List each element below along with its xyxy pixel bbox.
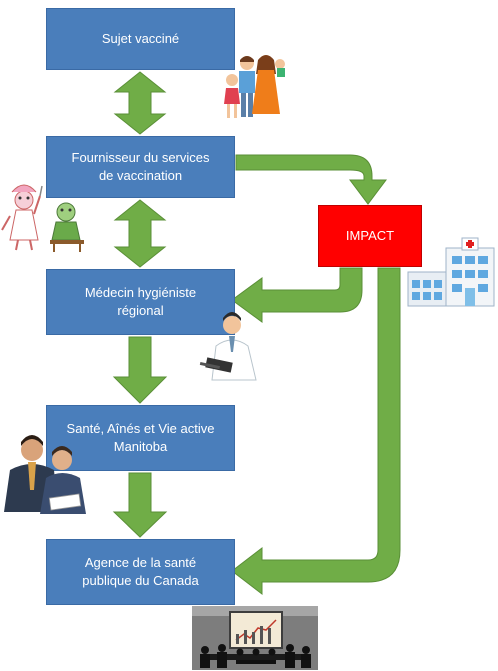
arrow-impact-agence: [231, 267, 401, 596]
double-arrow-fournisseur-medecin: [113, 199, 167, 268]
node-sujet-vaccine: Sujet vacciné: [46, 8, 235, 70]
family-icon: [224, 55, 285, 118]
node-label-line1: Agence de la santé: [84, 555, 197, 570]
meeting-room-icon: [192, 606, 318, 670]
node-label-line2: de vaccination: [98, 168, 183, 183]
business-people-icon: [4, 435, 86, 514]
node-agence: Agence de la santé publique du Canada: [46, 539, 235, 605]
arrow-sante-agence: [112, 472, 168, 538]
hospital-icon: [407, 237, 495, 307]
node-medecin: Médecin hygiéniste régional: [46, 269, 235, 335]
node-label-line2: Manitoba: [113, 439, 168, 454]
node-label: IMPACT: [345, 228, 395, 243]
nurse-and-patient-icon: [1, 184, 84, 252]
node-label-line2: régional: [117, 303, 164, 318]
double-arrow-sujet-fournisseur: [113, 71, 167, 135]
node-label-line1: Médecin hygiéniste: [84, 285, 197, 300]
node-label-line2: publique du Canada: [82, 573, 199, 588]
node-label-line1: Santé, Aînés et Vie active: [66, 421, 215, 436]
node-fournisseur: Fournisseur du services de vaccination: [46, 136, 235, 198]
node-sante-manitoba: Santé, Aînés et Vie active Manitoba: [46, 405, 235, 471]
node-label: Sujet vacciné: [101, 31, 180, 46]
doctor-icon: [199, 312, 257, 381]
arrow-medecin-sante: [112, 336, 168, 404]
arrow-impact-medecin: [231, 267, 363, 323]
arrow-fournisseur-impact: [235, 154, 387, 205]
node-label-line1: Fournisseur du services: [71, 150, 210, 165]
node-impact: IMPACT: [318, 205, 422, 267]
